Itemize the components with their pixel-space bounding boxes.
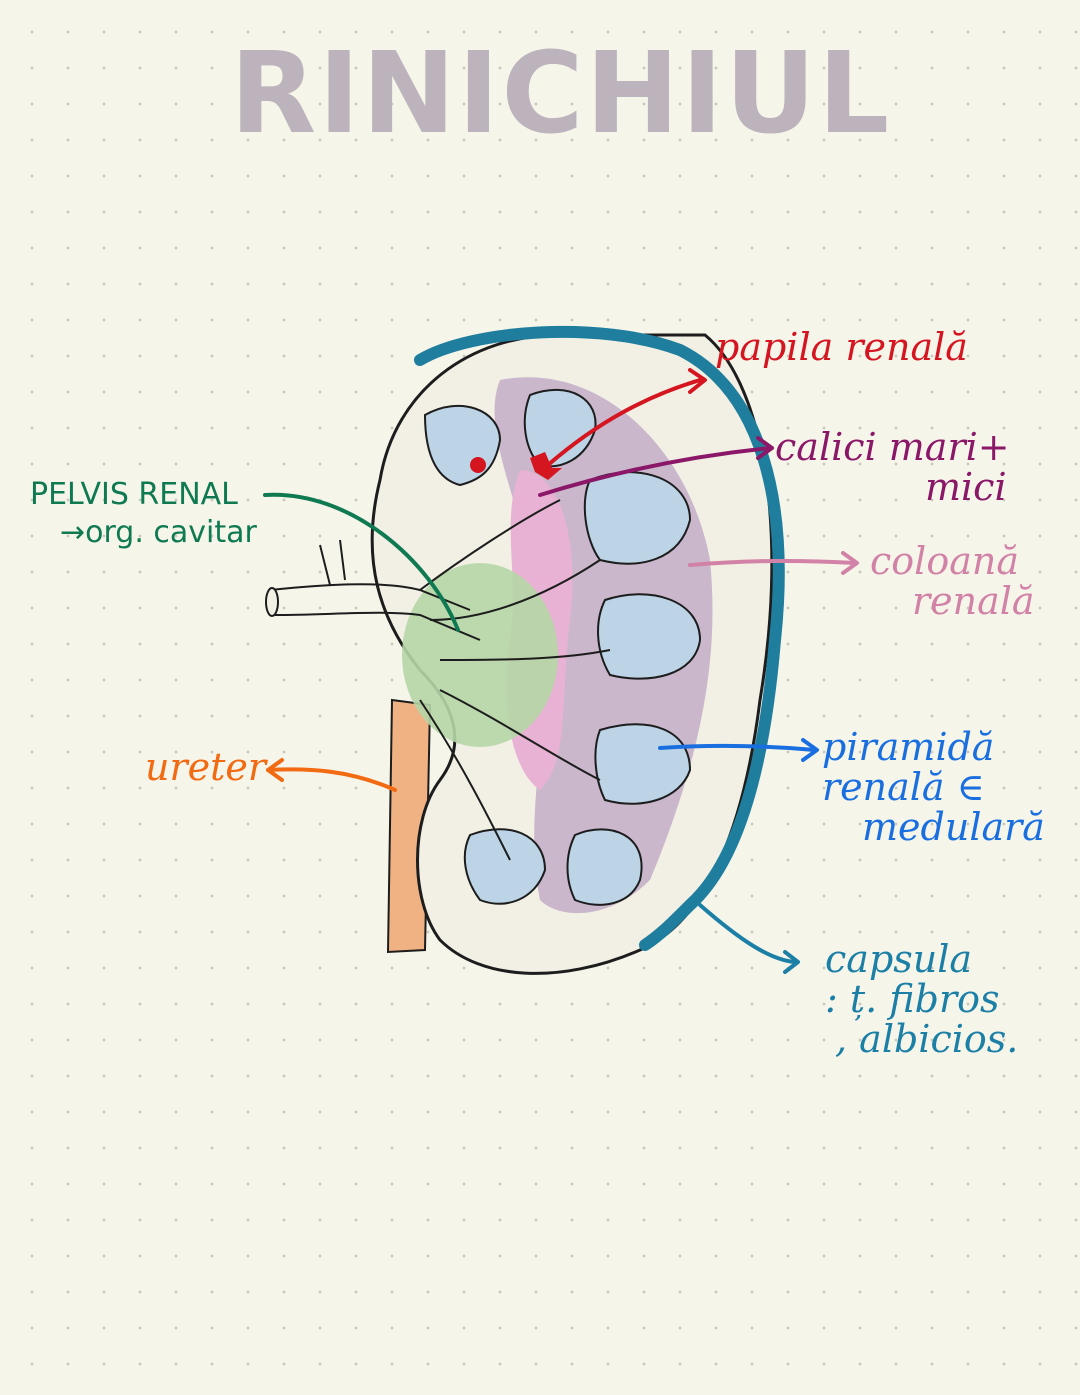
leader-capsula xyxy=(698,903,797,964)
leader-calici xyxy=(538,446,772,497)
label-calici: calici mari+ mici xyxy=(775,425,1010,509)
pyramid-4 xyxy=(597,593,702,680)
renal-pyramids xyxy=(423,389,702,906)
renal-vessels xyxy=(265,499,611,861)
pyramid-6 xyxy=(566,828,643,906)
pyramid-2 xyxy=(523,389,597,468)
papilla-mark-small xyxy=(470,457,486,473)
label-papila-renala: papila renală xyxy=(715,325,968,369)
pyramid-3 xyxy=(583,471,692,565)
page-title: RINICHIUL xyxy=(230,29,892,159)
leader-piramida xyxy=(658,743,817,752)
papilla-mark xyxy=(530,452,562,480)
pyramid-5 xyxy=(594,723,692,805)
label-pelvis-renal: PELVIS RENAL →org. cavitar xyxy=(30,477,257,550)
label-ureter: ureter xyxy=(145,745,267,789)
label-piramida-renala: piramidă renală ∈ medulară xyxy=(822,725,1045,849)
renal-pelvis-region xyxy=(402,563,558,747)
label-capsula: capsula : ț. fibros , albicios. xyxy=(825,937,1019,1061)
leader-ureter xyxy=(266,767,397,792)
label-coloana-renala: coloană renală xyxy=(870,539,1035,623)
leader-pelvis xyxy=(263,492,460,632)
leader-papila xyxy=(546,378,702,467)
leader-coloana xyxy=(688,558,857,567)
pyramid-7 xyxy=(463,828,547,905)
renal-capsule xyxy=(414,325,785,951)
